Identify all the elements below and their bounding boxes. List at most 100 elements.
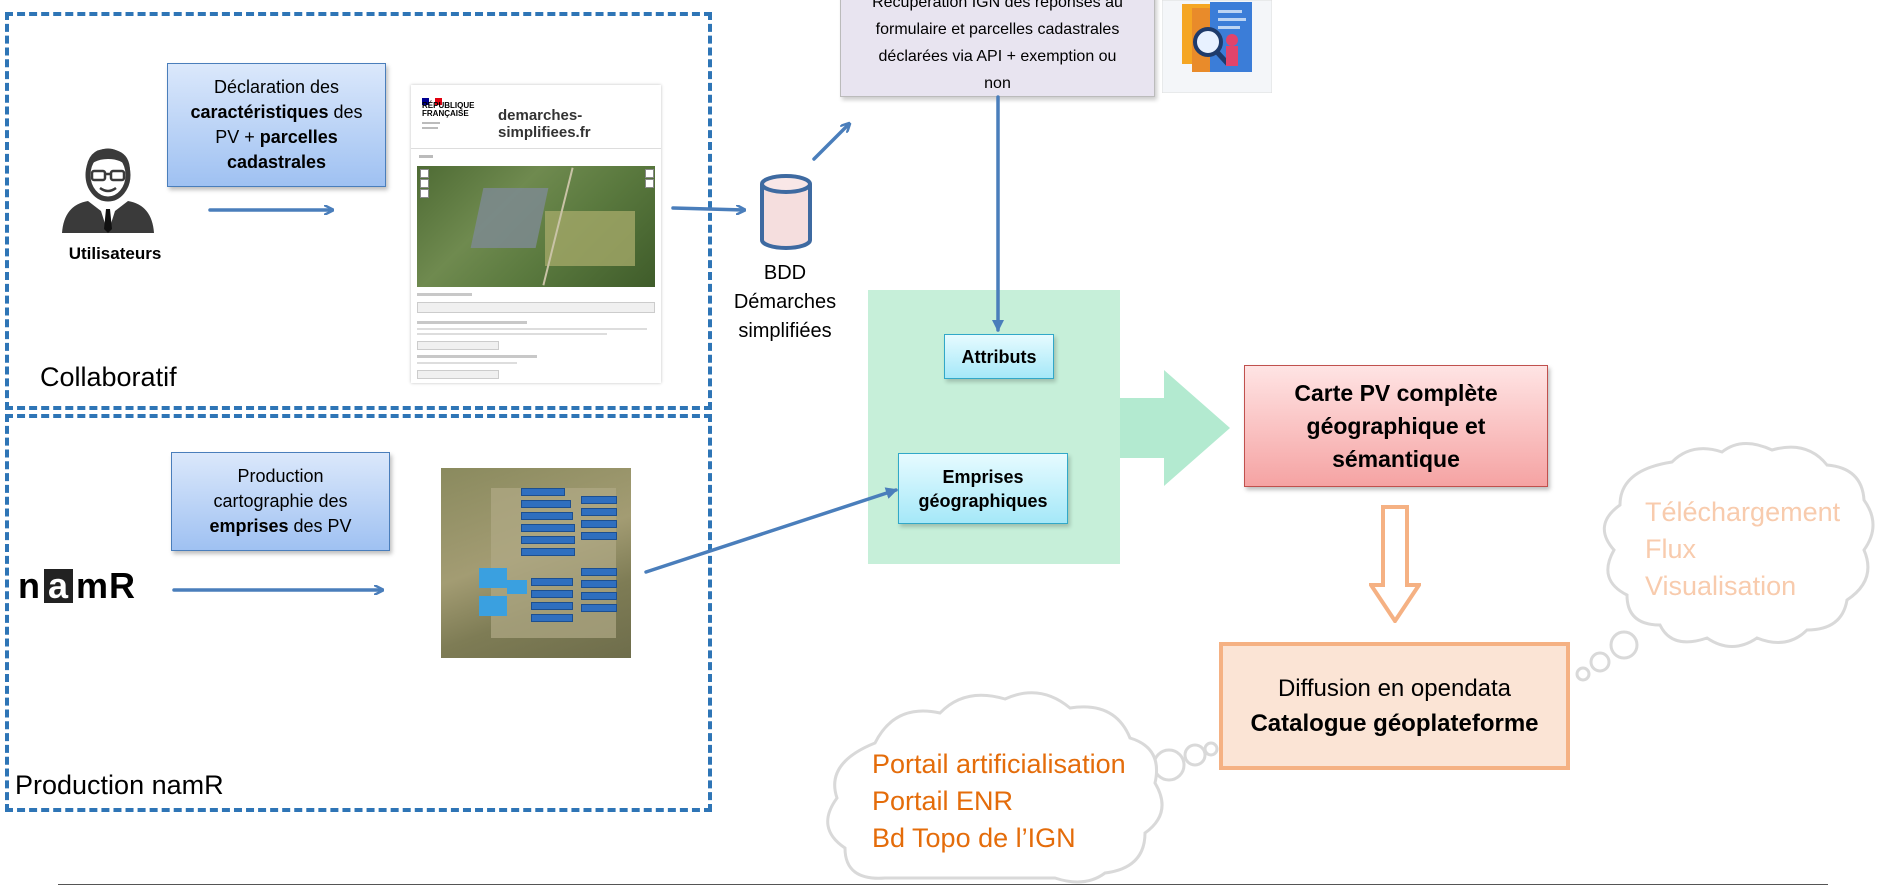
database-line2: Démarches xyxy=(733,291,837,313)
ign-line1: Récupération IGN des réponses au xyxy=(872,0,1123,11)
declaration-line1: Déclaration des xyxy=(213,77,340,97)
namr-logo-mr: mR xyxy=(76,565,137,606)
collaboratif-frame xyxy=(5,12,712,410)
user-icon xyxy=(62,148,154,233)
pv-row xyxy=(581,532,617,540)
cloud-left-shape xyxy=(826,691,1219,884)
database-line3: simplifiées xyxy=(738,320,832,342)
big-green-arrow xyxy=(1120,370,1230,486)
pv-row xyxy=(521,512,573,520)
namr-logo-n: n xyxy=(18,565,41,606)
carte-line1: Carte PV complète xyxy=(1294,379,1498,406)
database-label: BDD Démarches simplifiées xyxy=(715,259,855,346)
form-text-line xyxy=(417,321,527,324)
cloud-right-line-2: Flux xyxy=(1645,534,1697,564)
republique-line2: FRANÇAISE xyxy=(422,109,469,118)
form-text-line xyxy=(417,293,472,296)
pv-row xyxy=(581,604,617,612)
form-text-line xyxy=(417,333,607,335)
cloud-left-line-2: Portail ENR xyxy=(872,786,1014,816)
ign-recuperation-box: Récupération IGN des réponses au formula… xyxy=(840,0,1155,97)
form-header-divider xyxy=(411,148,661,149)
map-tool-button[interactable] xyxy=(420,179,429,188)
document-analysis-icon xyxy=(1162,0,1272,93)
declaration-des: des xyxy=(328,102,363,122)
carte-pv-complete-box: Carte PV complète géographique et sémant… xyxy=(1244,365,1548,487)
diffusion-line2: Catalogue géoplateforme xyxy=(1250,710,1539,737)
declaration-caracteristiques: caractéristiques xyxy=(190,102,329,122)
ign-line4: non xyxy=(984,75,1011,92)
declaration-pv: PV + xyxy=(215,127,260,147)
arrow-aerial-to-emprises xyxy=(644,487,898,574)
form-text-line xyxy=(417,355,537,358)
attributs-box: Attributs xyxy=(944,334,1054,379)
production-line2: cartographie des xyxy=(213,491,348,511)
map-zoom-button[interactable] xyxy=(420,169,429,178)
production-des-pv: des PV xyxy=(288,516,352,536)
declaration-box: Déclaration des caractéristiques des PV … xyxy=(167,63,386,187)
republique-line1: RÉPUBLIQUE xyxy=(422,101,475,110)
map-layer-button[interactable] xyxy=(645,169,654,178)
cloud-left-line-3: Bd Topo de l’IGN xyxy=(872,823,1076,853)
pv-row xyxy=(581,592,617,600)
form-text-line xyxy=(417,328,647,330)
pv-row xyxy=(581,496,617,504)
pv-row xyxy=(581,580,617,588)
map-tool-button[interactable] xyxy=(420,189,429,198)
production-namr-label: Production namR xyxy=(15,770,224,800)
emprises-geographiques-box: Emprises géographiques xyxy=(898,453,1068,524)
devise-placeholder-2 xyxy=(422,127,438,129)
cloud-left-text: Portail artificialisation Portail ENR Bd… xyxy=(872,746,1126,857)
form-breadcrumb xyxy=(419,155,433,158)
namr-logo-a: a xyxy=(44,568,74,604)
demarches-form-screenshot: RÉPUBLIQUE FRANÇAISE demarches-simplifie… xyxy=(411,85,661,383)
ign-line2: formulaire et parcelles cadastrales xyxy=(875,21,1120,38)
carte-line2: géographique et xyxy=(1306,412,1486,439)
collaboratif-label: Collaboratif xyxy=(40,362,177,392)
pv-row xyxy=(581,568,617,576)
production-cartographie-box: Production cartographie des emprises des… xyxy=(171,452,390,551)
pool-blue-square xyxy=(507,580,527,594)
cloud-right-shape xyxy=(1575,442,1875,682)
production-namr-frame xyxy=(5,414,712,812)
aerial-map xyxy=(417,166,655,287)
production-line1: Production xyxy=(237,466,324,486)
declaration-cadastrales: cadastrales xyxy=(226,152,327,172)
arrow-form-to-db xyxy=(671,208,744,210)
bottom-divider xyxy=(58,884,1828,885)
pv-row xyxy=(531,578,573,586)
pv-row xyxy=(581,508,617,516)
hollow-down-arrow xyxy=(1369,505,1421,623)
aerial-solar-farm-image xyxy=(441,468,631,658)
pv-row xyxy=(521,548,575,556)
pool-blue-square xyxy=(479,568,507,588)
namr-logo: n a mR xyxy=(18,566,136,606)
pv-row xyxy=(531,614,573,622)
form-input-field[interactable] xyxy=(417,302,655,313)
cloud-right-line-3: Visualisation xyxy=(1645,571,1797,601)
cloud-left-line-1: Portail artificialisation xyxy=(872,749,1126,779)
marianne-flag-icon xyxy=(422,92,442,105)
carte-line3: sémantique xyxy=(1332,445,1460,472)
emprises-line1: Emprises xyxy=(942,466,1024,487)
diffusion-opendata-box: Diffusion en opendata Catalogue géoplate… xyxy=(1219,642,1570,770)
pv-row xyxy=(521,536,575,544)
devise-placeholder xyxy=(422,122,440,124)
form-input-field[interactable] xyxy=(417,341,499,350)
ign-line3: déclarées via API + exemption ou xyxy=(878,48,1117,65)
pv-row xyxy=(581,520,617,528)
form-input-field[interactable] xyxy=(417,370,499,379)
cloud-right-line-1: Téléchargement xyxy=(1645,497,1841,527)
emprises-line2: géographiques xyxy=(918,490,1048,511)
pv-row xyxy=(521,524,575,532)
map-layer-button[interactable] xyxy=(645,179,654,188)
pv-row xyxy=(521,488,565,496)
cloud-right-text: Téléchargement Flux Visualisation xyxy=(1645,494,1840,605)
user-label: Utilisateurs xyxy=(68,244,162,263)
declaration-parcelles: parcelles xyxy=(259,127,338,147)
site-title: demarches-simplifiees.fr xyxy=(498,107,591,141)
production-emprises: emprises xyxy=(209,516,289,536)
pool-blue-square xyxy=(479,596,507,616)
pv-row xyxy=(531,602,573,610)
